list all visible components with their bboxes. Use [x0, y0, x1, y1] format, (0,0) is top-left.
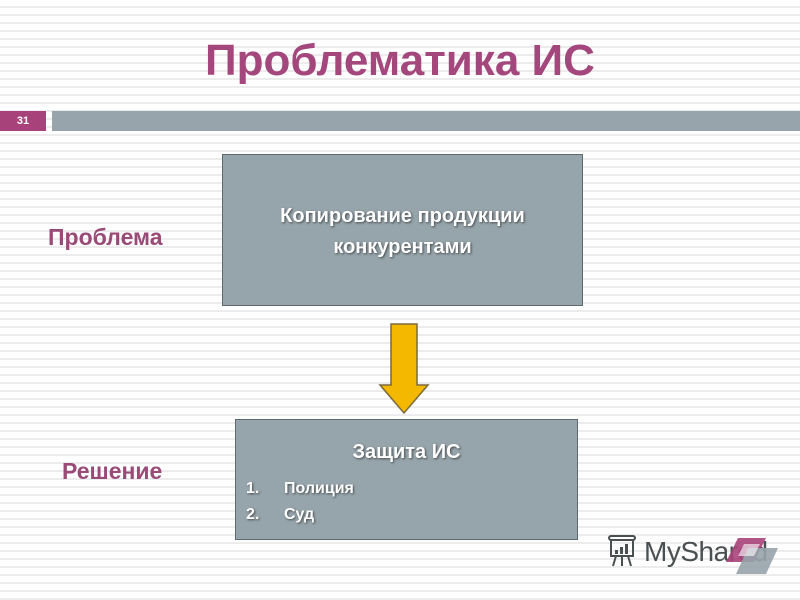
problem-box: Копирование продукции конкурентами: [222, 154, 583, 306]
problem-label: Проблема: [48, 224, 163, 250]
solution-label: Решение: [62, 458, 163, 484]
title-divider-bar: [52, 111, 800, 131]
down-arrow-icon: [378, 323, 430, 415]
list-text: Суд: [284, 506, 315, 523]
list-text: Полиция: [284, 480, 354, 497]
problem-text-line2: конкурентами: [333, 236, 472, 258]
solution-heading: Защита ИС: [352, 441, 461, 463]
problem-text-line1: Копирование продукции: [280, 205, 525, 227]
slide-number-badge: 31: [0, 111, 46, 131]
solution-list-item: 2. Суд: [246, 502, 577, 528]
list-number: 2.: [246, 506, 260, 523]
solution-list-item: 1. Полиция: [246, 476, 577, 502]
solution-list: 1. Полиция 2. Суд: [246, 476, 577, 528]
list-number: 1.: [246, 480, 260, 497]
solution-box: Защита ИС 1. Полиция 2. Суд: [235, 419, 578, 540]
presentation-board-icon: [608, 535, 636, 567]
myshared-logo-icon: [726, 538, 778, 574]
slide-title: Проблематика ИС: [205, 36, 595, 85]
